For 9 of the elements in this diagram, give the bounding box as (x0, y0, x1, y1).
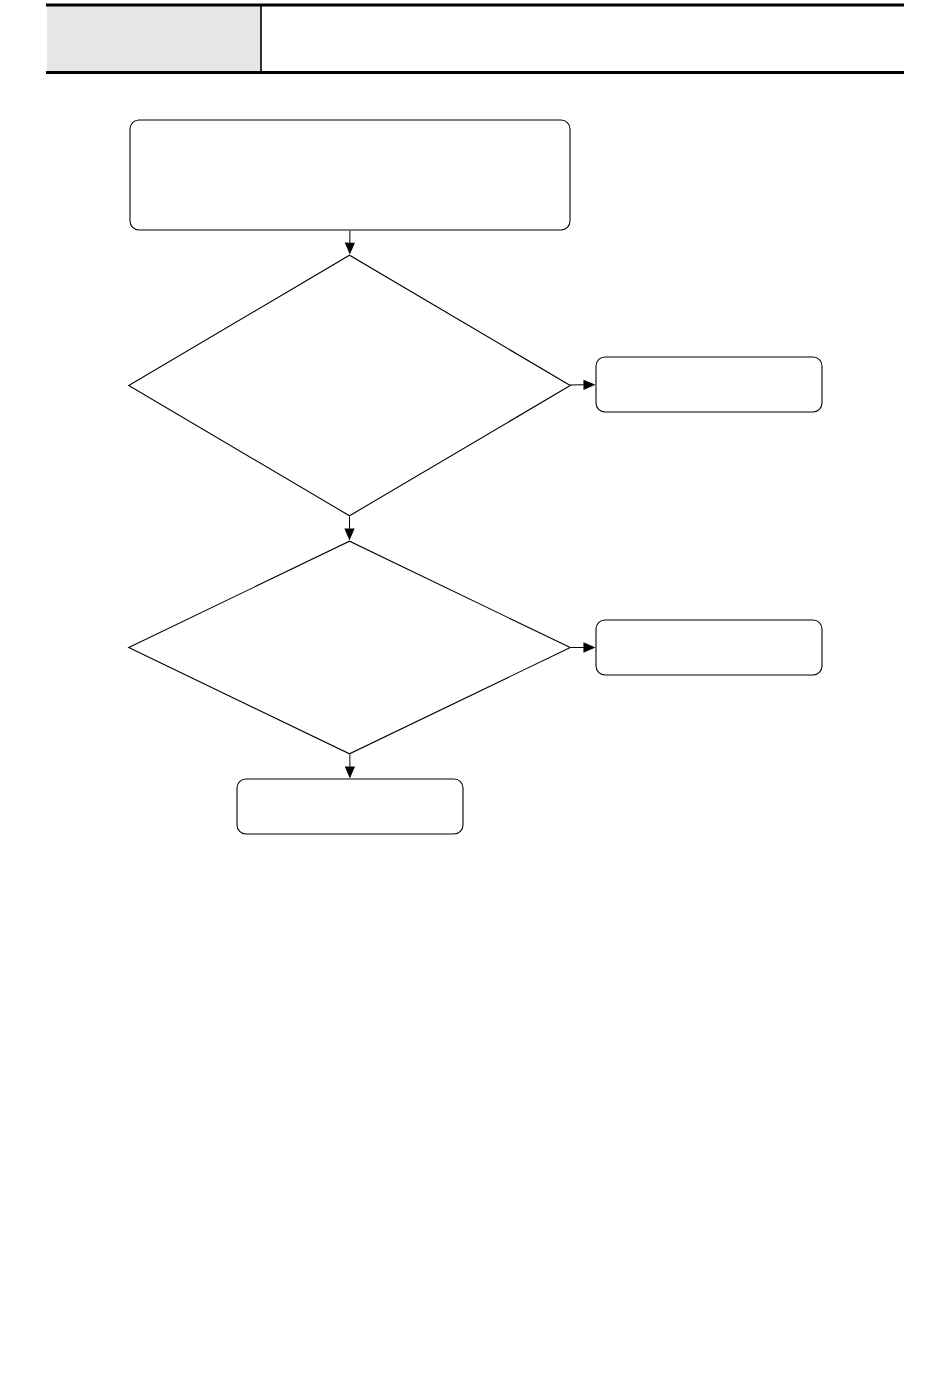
process-box (129, 119, 571, 231)
arrow (570, 642, 595, 653)
arrow (344, 516, 355, 540)
arrow (569, 380, 595, 390)
process-box (595, 356, 823, 413)
process-box (595, 619, 823, 676)
arrow (345, 753, 355, 778)
process-box (236, 778, 464, 835)
arrow (344, 230, 355, 254)
